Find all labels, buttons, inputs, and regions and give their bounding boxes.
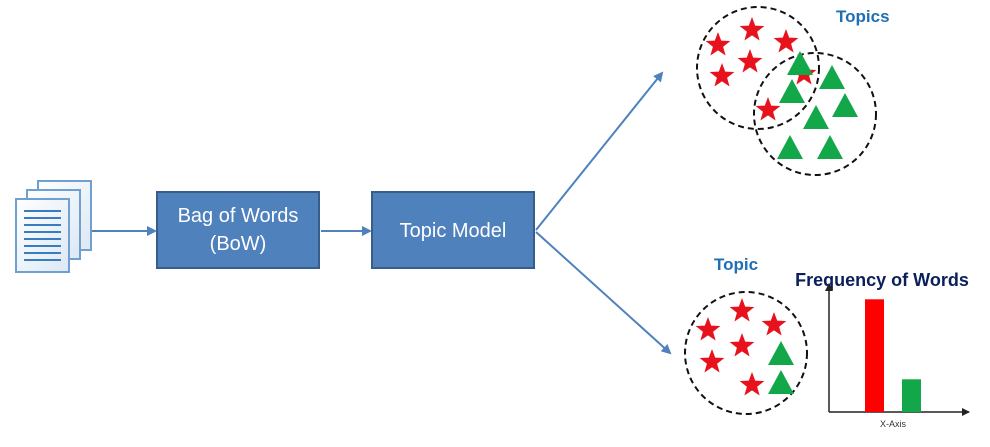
triangle-icon [777,135,803,160]
topic-cluster: Topic [684,255,808,415]
topic-circle [684,291,808,415]
star-icon [739,17,765,41]
triangle-icon [817,135,843,160]
x-axis-label: X-Axis [880,419,907,429]
triangle-icon [779,79,805,104]
star-icon [773,29,799,53]
topic-model-node: Topic Model [371,191,535,269]
topic-model-label: Topic Model [400,220,507,242]
bow-label-line1: Bag of Words [178,205,299,227]
star-icon [737,49,763,73]
documents-stack-icon [15,180,92,273]
triangle-icon [832,93,858,118]
star-icon [729,333,755,357]
topics-cluster: Topics [696,6,890,176]
triangle-icon [787,51,813,76]
topic-circle-green [753,52,877,176]
arrow-to-topic [535,231,672,355]
freq-chart-title: Frequency of Words [795,270,969,290]
topic-heading: Topic [714,255,758,274]
star-icon [705,32,731,56]
triangle-icon [768,370,794,395]
star-icon [695,317,721,341]
frequency-bar-2 [902,379,921,412]
arrow-to-topics [535,71,664,231]
star-icon [755,97,781,121]
frequency-bar-1 [865,299,884,412]
bag-of-words-node: Bag of Words (BoW) [156,191,320,269]
star-icon [709,63,735,87]
triangle-icon [768,341,794,366]
star-icon [699,349,725,373]
star-icon [761,312,787,336]
star-icon [739,372,765,396]
star-icon [729,298,755,322]
frequency-chart: Frequency of Words X-Axis [795,270,970,429]
topic-circle-red [696,6,820,130]
triangle-icon [803,105,829,130]
bow-label-line2: (BoW) [210,233,267,255]
triangle-icon [819,65,845,90]
topics-heading: Topics [836,7,890,26]
